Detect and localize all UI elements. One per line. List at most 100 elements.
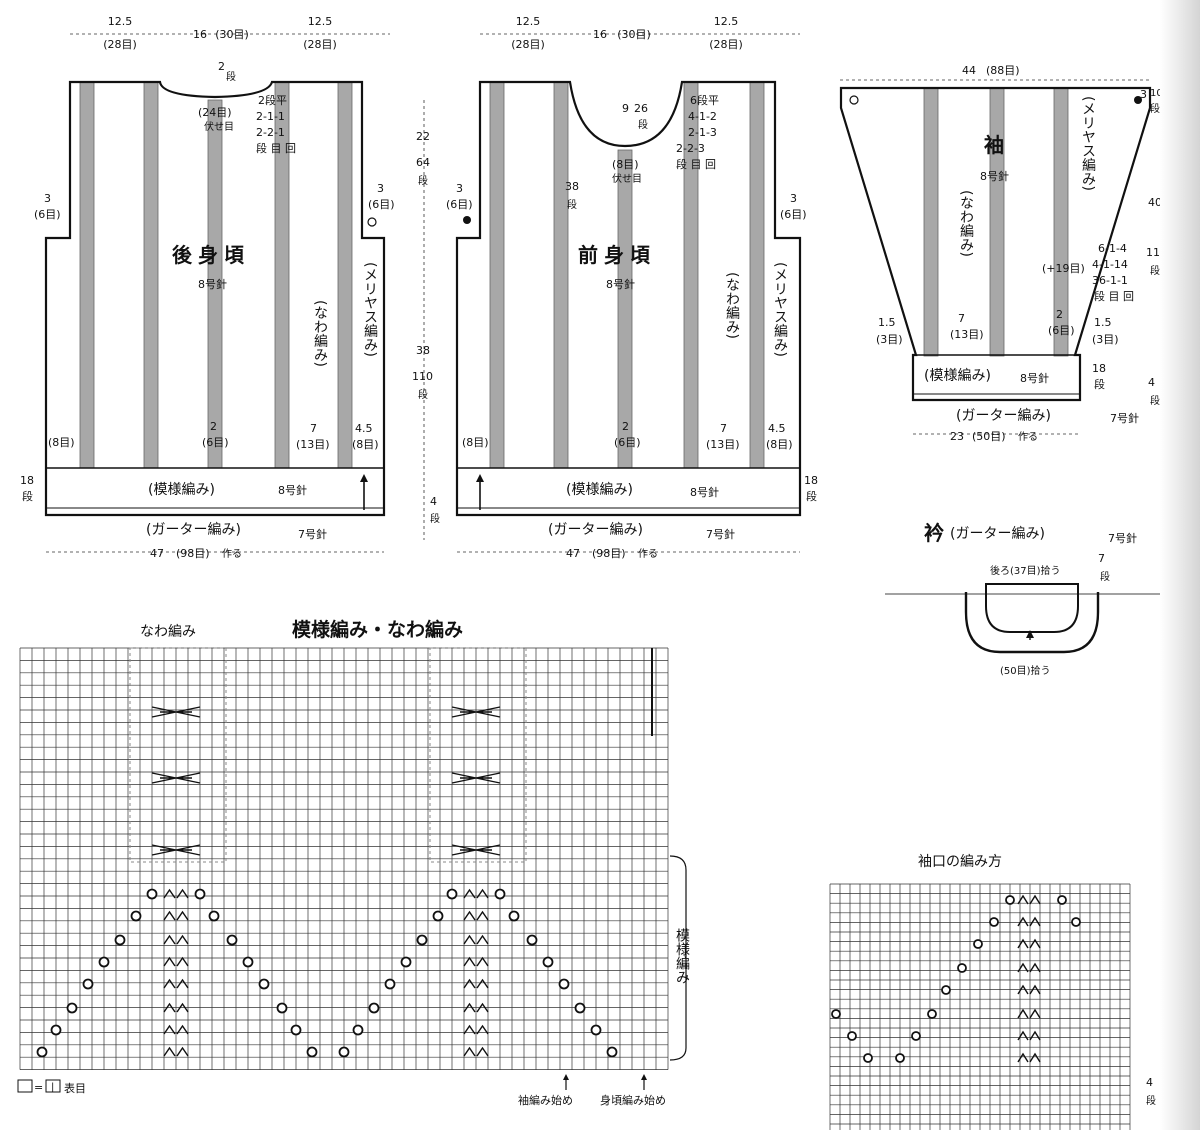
- sleeve-rib-center: 2: [1056, 308, 1063, 321]
- decrease-symbol: [163, 934, 189, 945]
- front-side-depth-unit: 段: [567, 198, 577, 211]
- front-side-depth: 38: [565, 180, 579, 193]
- decrease-symbol: [163, 1002, 189, 1013]
- sleeve-cuff-sts-l: (3目): [876, 333, 903, 346]
- front-top-mid: 16: [593, 28, 607, 41]
- yarn-over-symbol: [590, 1024, 602, 1036]
- yarn-over-symbol: [242, 956, 254, 968]
- collar-schematic: 衿 (ガーター編み) 7号針 後ろ(37目)拾う 7 段 (50目)拾う: [885, 521, 1160, 677]
- sleeve-schematic: 44 (88目) 3 10 段 40 116 段 袖 8号針 (なわ編み) (メ…: [839, 64, 1160, 443]
- front-body-schematic: 12.5 (28目) 16 (30目) 12.5 (28目) 9 26 段 (8…: [446, 15, 818, 560]
- decrease-symbol: [1017, 984, 1041, 995]
- side-upper-rows: 64: [416, 156, 430, 169]
- sleeve-cuff-rows: 18: [1092, 362, 1106, 375]
- collar-label: (ガーター編み): [950, 526, 1045, 542]
- front-border-rows: 18: [804, 474, 818, 487]
- front-rib-side-sts: (8目): [766, 438, 793, 451]
- collar-front-pick: (50目)拾う: [1000, 664, 1051, 677]
- back-arm-right: 3: [377, 182, 384, 195]
- cuff-chart-grid: [829, 883, 1131, 1130]
- yarn-over-symbol: [276, 1002, 288, 1014]
- yarn-over-symbol: [368, 1002, 380, 1014]
- front-needle: 8号針: [606, 277, 635, 291]
- yarn-over-symbol: [226, 934, 238, 946]
- back-top-left: 12.5: [108, 15, 133, 28]
- yarn-over-symbol: [290, 1024, 302, 1036]
- decrease-symbol: [463, 1046, 489, 1057]
- back-side-label-1: (なわ編み): [312, 300, 328, 367]
- front-rib-left-sts: (8目): [462, 436, 489, 449]
- sleeve-bottom-w: 23: [950, 430, 964, 443]
- back-neck-bind-label: 伏せ目: [204, 120, 234, 133]
- yarn-over-symbol: [400, 956, 412, 968]
- decrease-symbol: [1017, 1008, 1041, 1019]
- back-arm-left-sts: (6目): [34, 208, 61, 221]
- back-top-right: 12.5: [308, 15, 333, 28]
- back-top-mid-sts: (30目): [215, 28, 249, 41]
- front-dec-4: 2-2-3: [676, 142, 705, 155]
- front-top-right-sts: (28目): [709, 38, 743, 51]
- back-rib-seven-sts: (13目): [296, 438, 330, 451]
- legend-eq: =: [34, 1081, 43, 1094]
- back-bottom-make: 作る: [222, 548, 242, 560]
- sleeve-rib-center-sts: (6目): [1048, 324, 1075, 337]
- back-border-rows-unit: 段: [22, 489, 33, 503]
- decrease-symbol: [463, 1024, 489, 1035]
- sleeve-top-rows: 3: [1140, 88, 1147, 101]
- yarn-over-symbol: [432, 910, 444, 922]
- cuff-chart-rows: 4: [1146, 1076, 1153, 1089]
- yarn-over-symbol: [973, 939, 983, 949]
- decrease-symbol: [163, 956, 189, 967]
- sleeve-cuff-depth: 4: [1148, 376, 1155, 389]
- sleeve-top-rows-2: 10: [1150, 88, 1160, 99]
- decrease-symbol: [1017, 894, 1041, 905]
- sleeve-cuff-sts-r: (3目): [1092, 333, 1119, 346]
- front-rib-seven: 7: [720, 422, 727, 435]
- legend-text: 表目: [64, 1081, 86, 1095]
- sleeve-top-rows-unit: 段: [1150, 102, 1160, 115]
- yarn-over-symbol: [352, 1024, 364, 1036]
- yarn-over-symbol: [446, 888, 458, 900]
- yarn-over-symbol: [957, 963, 967, 973]
- decrease-symbol: [163, 910, 189, 921]
- back-garter-label: (ガーター編み): [146, 522, 241, 538]
- front-dec-2: 4-1-2: [688, 110, 717, 123]
- yarn-over-symbol: [98, 956, 110, 968]
- yarn-over-symbol: [36, 1046, 48, 1058]
- front-title: 前身頃: [578, 243, 656, 267]
- sleeve-cuff-w-r: 1.5: [1094, 316, 1112, 329]
- back-border-label: (模様編み): [148, 482, 215, 498]
- yarn-over-symbol: [146, 888, 158, 900]
- body-side-measurements: 22 64 段 38 110 段 4 段: [412, 100, 440, 540]
- front-neck-bind: (8目): [612, 158, 639, 171]
- chart-start-sleeve: 袖編み始め: [518, 1093, 573, 1107]
- yarn-over-symbol: [416, 934, 428, 946]
- sleeve-inc-2: 4-1-14: [1092, 258, 1128, 271]
- back-rib-center: 2: [210, 420, 217, 433]
- front-bottom-make: 作る: [638, 548, 658, 560]
- sleeve-side-label-2: (メリヤス編み): [1080, 96, 1096, 191]
- decrease-symbol: [463, 978, 489, 989]
- sleeve-top-sts: (88目): [986, 64, 1020, 77]
- decrease-symbol: [1017, 938, 1041, 949]
- side-border: 4: [430, 495, 437, 508]
- yarn-over-symbol: [542, 956, 554, 968]
- yarn-over-symbol: [895, 1053, 905, 1063]
- chart-side-label: 模様編み: [674, 928, 690, 984]
- yarn-over-symbol: [130, 910, 142, 922]
- collar-title: 衿: [924, 521, 944, 545]
- front-bottom-sts: (98目): [592, 547, 626, 560]
- cuff-stitch-chart: 袖口の編み方 4 段: [829, 854, 1156, 1130]
- collar-needle: 7号針: [1108, 531, 1137, 545]
- cuff-chart-title: 袖口の編み方: [918, 854, 1002, 870]
- back-neck-bind: (24目): [198, 106, 232, 119]
- yarn-over-symbol: [847, 1031, 857, 1041]
- front-border-rows-unit: 段: [806, 489, 817, 503]
- decrease-symbol: [163, 1024, 189, 1035]
- back-rib-center-sts: (6目): [202, 436, 229, 449]
- legend-symbol: |: [51, 1082, 54, 1093]
- back-dec-header: 段 目 回: [256, 141, 296, 155]
- back-dec-2: 2-1-1: [256, 110, 285, 123]
- chart-start-body: 身頃編み始め: [600, 1093, 666, 1107]
- decrease-symbol: [463, 934, 489, 945]
